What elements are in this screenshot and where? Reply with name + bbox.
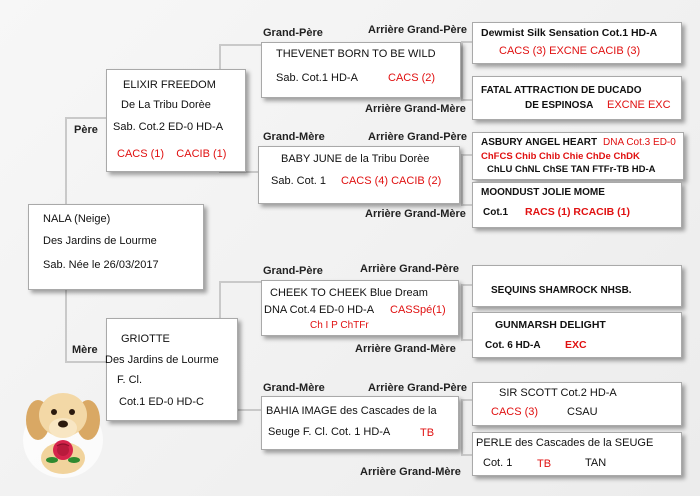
label-arriere-grand-mere-1: Arrière Grand-Mère bbox=[365, 103, 466, 115]
mere-class: F. Cl. bbox=[117, 374, 143, 386]
grand-mere-1-name: BABY JUNE de la Tribu Dorèe bbox=[281, 153, 430, 165]
arriere-grand-mere-4-titles: TB bbox=[537, 458, 552, 470]
grand-mere-2-details: Seuge F. Cl. Cot. 1 HD-A bbox=[268, 426, 391, 438]
subject-name: NALA (Neige) bbox=[43, 213, 111, 225]
arriere-grand-pere-4-card[interactable]: SIR SCOTT Cot.2 HD-A CACS (3) CSAU bbox=[472, 382, 682, 426]
mere-details: Cot.1 ED-0 HD-C bbox=[119, 396, 204, 408]
grand-mere-2-titles: TB bbox=[420, 427, 435, 439]
subject-birth: Sab. Née le 26/03/2017 bbox=[43, 259, 159, 271]
arriere-grand-mere-3-details: Cot. 6 HD-A bbox=[485, 340, 541, 351]
grand-pere-2-titles: CASSpé(1) bbox=[390, 304, 446, 316]
label-arriere-grand-pere-3: Arrière Grand-Père bbox=[360, 263, 460, 275]
grand-pere-2-titles-2: Ch I P ChTFr bbox=[310, 320, 369, 331]
grand-mere-1-details: Sab. Cot. 1 bbox=[271, 175, 327, 187]
grand-pere-2-card[interactable]: CHEEK TO CHEEK Blue Dream DNA Cot.4 ED-0… bbox=[261, 280, 459, 336]
arriere-grand-mere-3-card[interactable]: GUNMARSH DELIGHT Cot. 6 HD-A EXC bbox=[472, 312, 682, 358]
arriere-grand-pere-2-card[interactable]: ASBURY ANGEL HEART DNA Cot.3 ED-0 ChFCS … bbox=[472, 132, 684, 180]
arriere-grand-pere-4-details: CSAU bbox=[567, 406, 598, 418]
pere-titles: CACS (1) CACIB (1) bbox=[117, 148, 227, 160]
arriere-grand-mere-4-details: Cot. 1 bbox=[483, 457, 513, 469]
pere-name: ELIXIR FREEDOM bbox=[123, 79, 216, 91]
arriere-grand-pere-1-titles: CACS (3) EXCNE CACIB (3) bbox=[499, 45, 641, 57]
grand-pere-1-name: THEVENET BORN TO BE WILD bbox=[276, 48, 436, 60]
arriere-grand-mere-1-card[interactable]: FATAL ATTRACTION DE DUCADO DE ESPINOSA E… bbox=[472, 76, 682, 120]
arriere-grand-mere-2-details: Cot.1 bbox=[483, 207, 508, 218]
arriere-grand-mere-3-titles: EXC bbox=[565, 339, 587, 351]
label-pere: Père bbox=[74, 124, 98, 136]
arriere-grand-pere-2-name: ASBURY ANGEL HEART bbox=[481, 137, 598, 148]
label-grand-mere-1: Grand-Mère bbox=[263, 131, 325, 143]
arriere-grand-pere-1-card[interactable]: Dewmist Silk Sensation Cot.1 HD-A CACS (… bbox=[472, 22, 682, 64]
arriere-grand-mere-2-name: MOONDUST JOLIE MOME bbox=[481, 187, 605, 198]
label-arriere-grand-pere-2: Arrière Grand-Père bbox=[368, 131, 468, 143]
arriere-grand-mere-1-name: FATAL ATTRACTION DE DUCADO bbox=[481, 85, 642, 96]
grand-pere-2-name: CHEEK TO CHEEK Blue Dream bbox=[270, 287, 428, 299]
arriere-grand-pere-1-name: Dewmist Silk Sensation Cot.1 HD-A bbox=[481, 27, 658, 39]
subject-card[interactable]: NALA (Neige) Des Jardins de Lourme Sab. … bbox=[28, 204, 204, 290]
pere-card[interactable]: ELIXIR FREEDOM De La Tribu Dorèe Sab. Co… bbox=[106, 69, 246, 172]
arriere-grand-mere-1-titles: EXCNE EXC bbox=[607, 99, 671, 111]
grand-mere-2-card[interactable]: BAHIA IMAGE des Cascades de la Seuge F. … bbox=[261, 396, 459, 450]
grand-mere-1-titles: CACS (4) CACIB (2) bbox=[341, 175, 442, 187]
arriere-grand-pere-2-titles: DNA Cot.3 ED-0 bbox=[603, 137, 676, 148]
grand-mere-1-card[interactable]: BABY JUNE de la Tribu Dorèe Sab. Cot. 1 … bbox=[258, 146, 460, 204]
arriere-grand-mere-2-titles: RACS (1) RCACIB (1) bbox=[525, 206, 630, 218]
label-arriere-grand-pere-4: Arrière Grand-Père bbox=[368, 382, 468, 394]
grand-pere-1-titles: CACS (2) bbox=[388, 72, 436, 84]
mere-name: GRIOTTE bbox=[121, 333, 170, 345]
arriere-grand-mere-4-coat: TAN bbox=[585, 457, 607, 469]
golden-retriever-puppy-image bbox=[23, 393, 103, 478]
arriere-grand-pere-3-card[interactable]: SEQUINS SHAMROCK NHSB. bbox=[472, 265, 682, 307]
mere-kennel: Des Jardins de Lourme bbox=[105, 354, 219, 366]
arriere-grand-mere-3-name: GUNMARSH DELIGHT bbox=[495, 319, 606, 331]
arriere-grand-pere-4-name: SIR SCOTT Cot.2 HD-A bbox=[499, 387, 617, 399]
label-arriere-grand-mere-3: Arrière Grand-Mère bbox=[355, 343, 456, 355]
label-arriere-grand-mere-4: Arrière Grand-Mère bbox=[360, 466, 461, 478]
label-grand-pere-1: Grand-Père bbox=[263, 27, 323, 39]
grand-pere-1-card[interactable]: THEVENET BORN TO BE WILD Sab. Cot.1 HD-A… bbox=[261, 42, 461, 98]
label-arriere-grand-pere-1: Arrière Grand-Père bbox=[368, 24, 468, 36]
arriere-grand-pere-4-titles: CACS (3) bbox=[491, 406, 539, 418]
arriere-grand-mere-4-name: PERLE des Cascades de la SEUGE bbox=[476, 437, 654, 449]
arriere-grand-pere-3-name: SEQUINS SHAMROCK NHSB. bbox=[491, 285, 632, 296]
grand-mere-2-name: BAHIA IMAGE des Cascades de la bbox=[266, 405, 437, 417]
grand-pere-1-details: Sab. Cot.1 HD-A bbox=[276, 72, 358, 84]
arriere-grand-pere-2-championships: ChFCS Chib Chib Chie ChDe ChDK bbox=[481, 151, 640, 162]
label-grand-pere-2: Grand-Père bbox=[263, 265, 323, 277]
label-grand-mere-2: Grand-Mère bbox=[263, 382, 325, 394]
grand-pere-2-details: DNA Cot.4 ED-0 HD-A bbox=[264, 304, 375, 316]
arriere-grand-mere-2-card[interactable]: MOONDUST JOLIE MOME Cot.1 RACS (1) RCACI… bbox=[472, 182, 682, 228]
subject-kennel: Des Jardins de Lourme bbox=[43, 235, 157, 247]
arriere-grand-mere-4-card[interactable]: PERLE des Cascades de la SEUGE Cot. 1 TB… bbox=[472, 432, 682, 476]
pere-kennel: De La Tribu Dorèe bbox=[121, 99, 211, 111]
label-arriere-grand-mere-2: Arrière Grand-Mère bbox=[365, 208, 466, 220]
arriere-grand-pere-2-details: ChLU ChNL ChSE TAN FTFr-TB HD-A bbox=[487, 164, 656, 175]
mere-card[interactable]: GRIOTTE Des Jardins de Lourme F. Cl. Cot… bbox=[105, 318, 238, 421]
arriere-grand-mere-1-name-2: DE ESPINOSA bbox=[525, 100, 594, 111]
label-mere: Mère bbox=[72, 344, 98, 356]
pere-details: Sab. Cot.2 ED-0 HD-A bbox=[113, 121, 224, 133]
